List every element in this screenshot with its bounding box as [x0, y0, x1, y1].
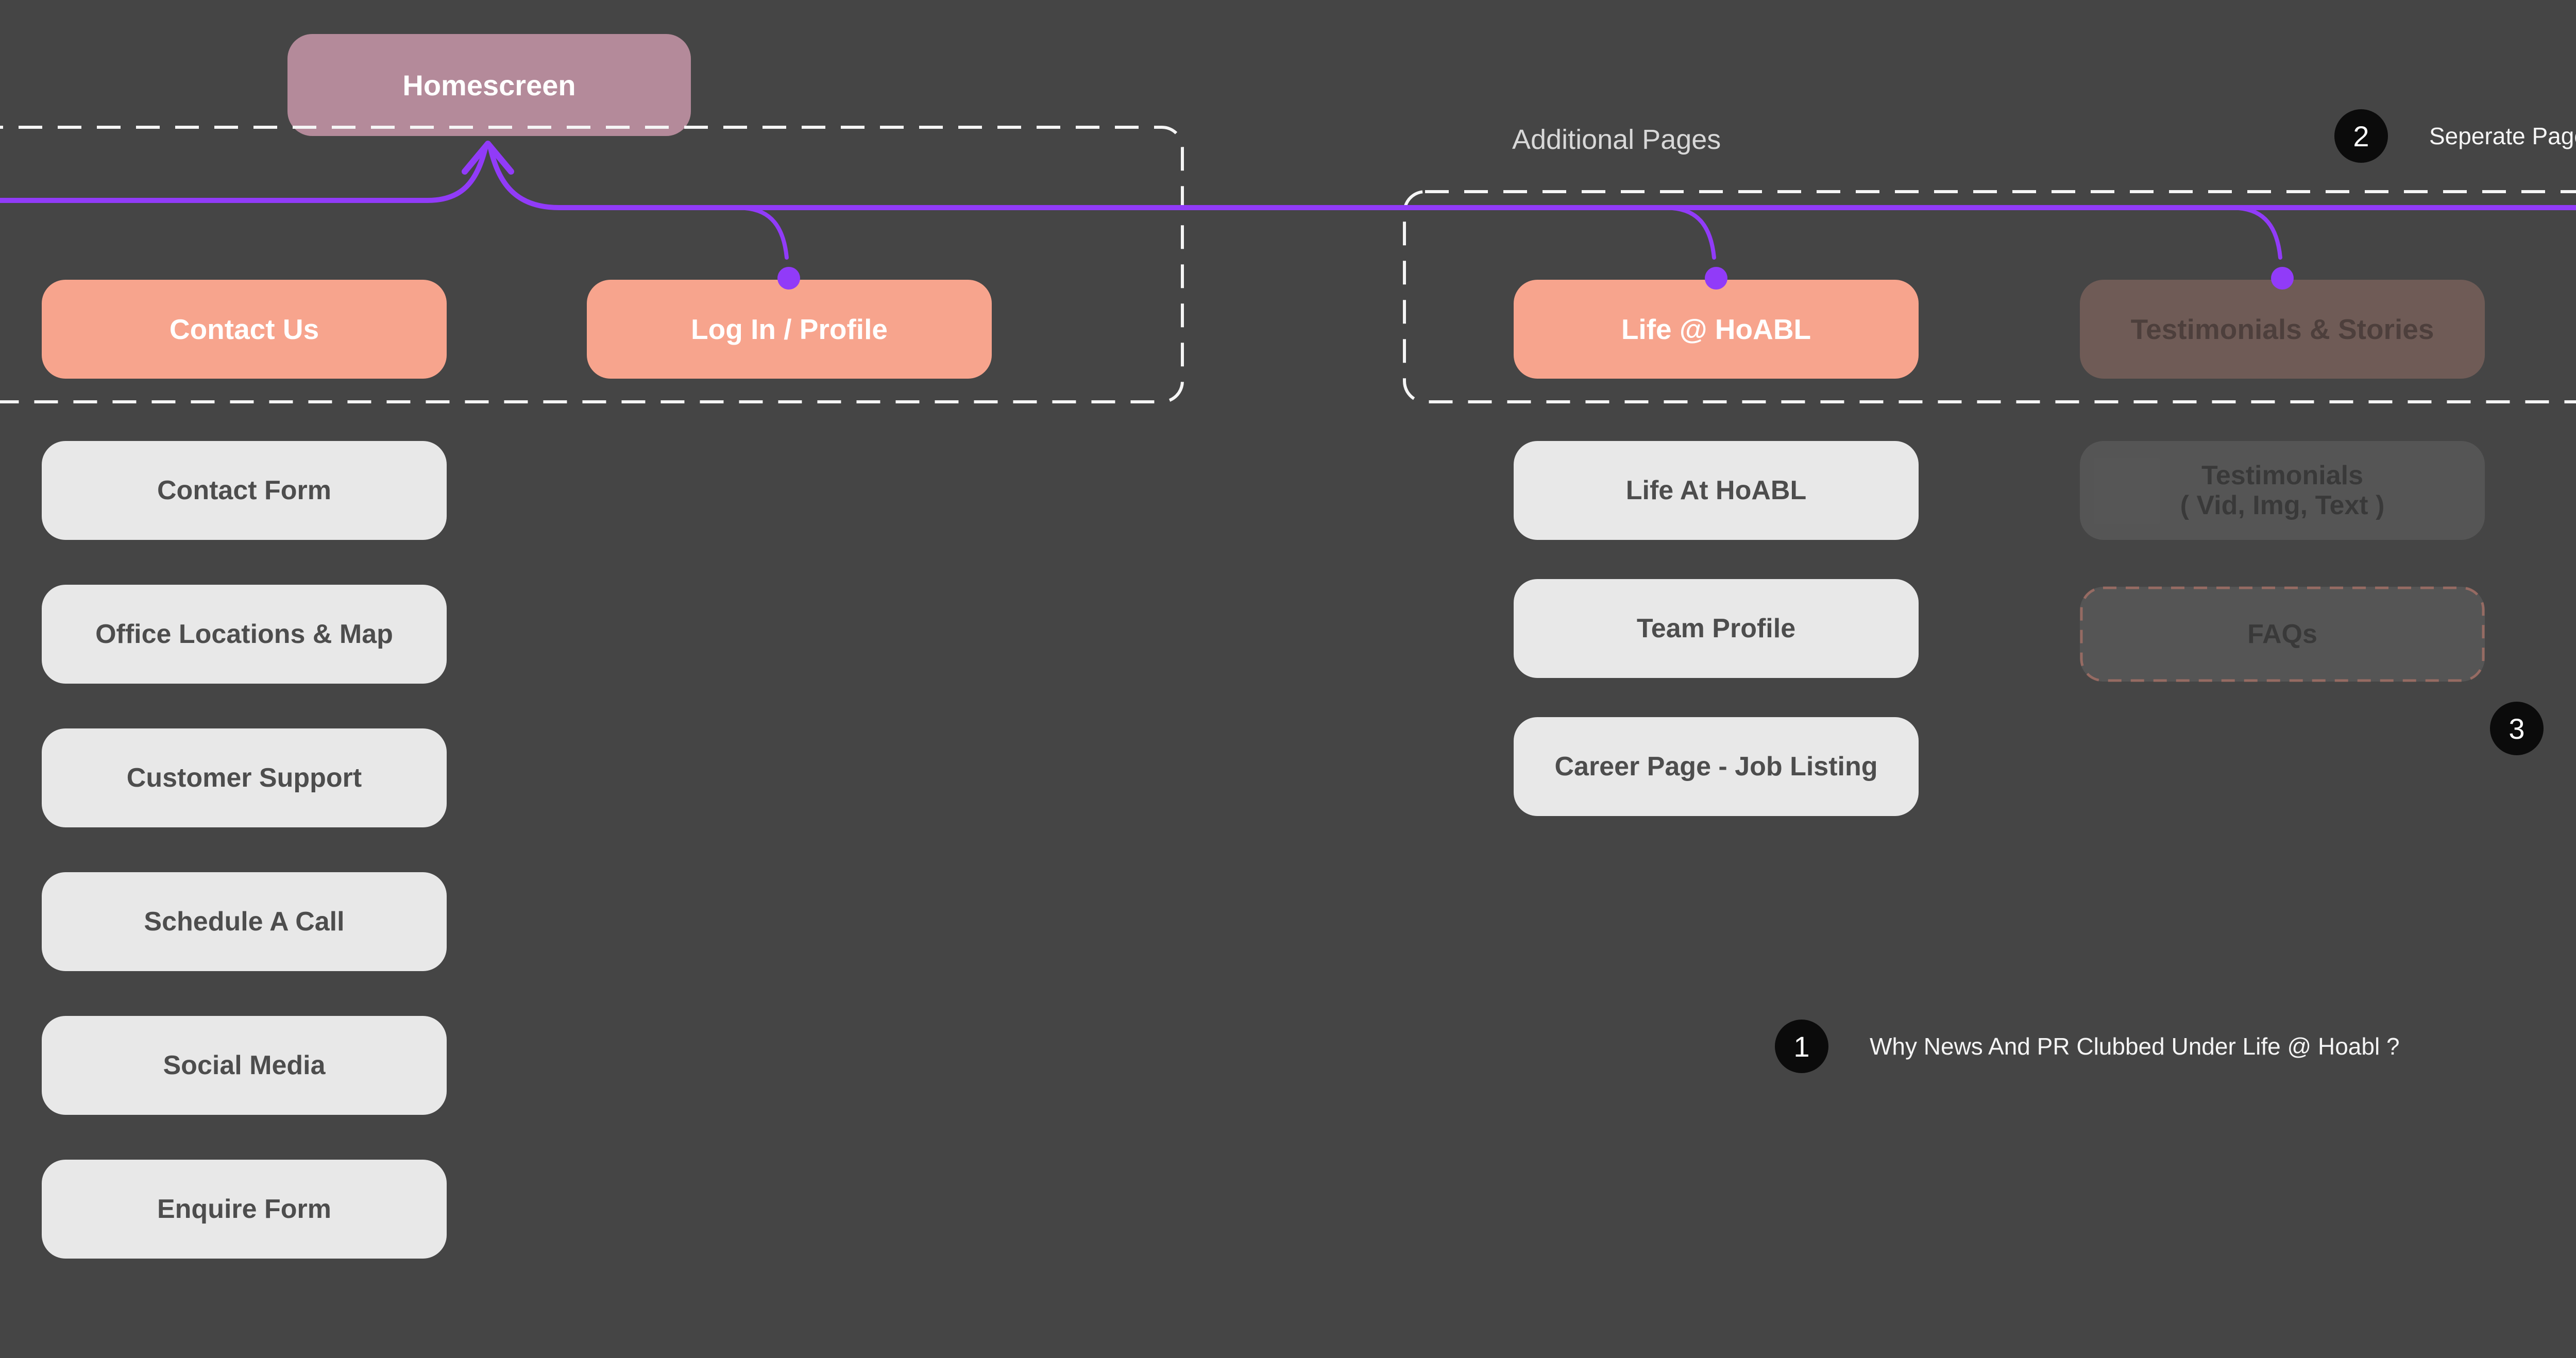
node-schedule-a-call[interactable]: Schedule A Call: [42, 872, 447, 971]
annotation-2-text: Seperate Page Allocated ?: [2429, 123, 2576, 149]
node-life-at-hoabl[interactable]: Life At HoABL: [1514, 441, 1919, 540]
node-contact-form[interactable]: Contact Form: [42, 441, 447, 540]
annotation-3-pin[interactable]: 3: [2490, 702, 2544, 755]
additional-pages-label: Additional Pages: [1512, 124, 1721, 155]
node-faqs[interactable]: FAQs: [2080, 587, 2485, 682]
node-homescreen[interactable]: Homescreen: [287, 34, 691, 136]
node-enquire-form[interactable]: Enquire Form: [42, 1160, 447, 1259]
connector-branch-testimonials: [2236, 206, 2282, 260]
connector-main-left: [0, 146, 488, 203]
connector-main-right: [488, 146, 2576, 210]
annotation-1-pin[interactable]: 1: [1775, 1020, 1828, 1073]
arrow-up-icon: [462, 141, 514, 175]
node-office-locations-map[interactable]: Office Locations & Map: [42, 585, 447, 684]
node-social-media[interactable]: Social Media: [42, 1016, 447, 1115]
annotation-3: 3 Seperate Page Allocated ?: [2490, 702, 2576, 755]
node-career-page-job-listing[interactable]: Career Page - Job Listing: [1514, 717, 1919, 816]
connector-branch-login: [743, 206, 789, 260]
node-contact-us[interactable]: Contact Us: [42, 280, 447, 379]
node-login-profile[interactable]: Log In / Profile: [587, 280, 992, 379]
testimonials-line-1: Testimonials: [2201, 461, 2363, 490]
node-testimonials-vid-img-text[interactable]: Testimonials ( Vid, Img, Text ): [2080, 441, 2485, 540]
annotation-1-text: Why News And PR Clubbed Under Life @ Hoa…: [1870, 1033, 2400, 1060]
annotation-2-pin[interactable]: 2: [2334, 109, 2388, 163]
node-life-at-hoabl-page[interactable]: Life @ HoABL: [1514, 280, 1919, 379]
node-customer-support[interactable]: Customer Support: [42, 728, 447, 827]
testimonials-line-2: ( Vid, Img, Text ): [2180, 490, 2385, 520]
node-team-profile[interactable]: Team Profile: [1514, 579, 1919, 678]
annotation-1: 1 Why News And PR Clubbed Under Life @ H…: [1775, 1020, 2400, 1073]
connector-branch-life: [1670, 206, 1716, 260]
annotation-2: 2 Seperate Page Allocated ?: [2334, 109, 2576, 163]
node-testimonials-stories[interactable]: Testimonials & Stories: [2080, 280, 2485, 379]
